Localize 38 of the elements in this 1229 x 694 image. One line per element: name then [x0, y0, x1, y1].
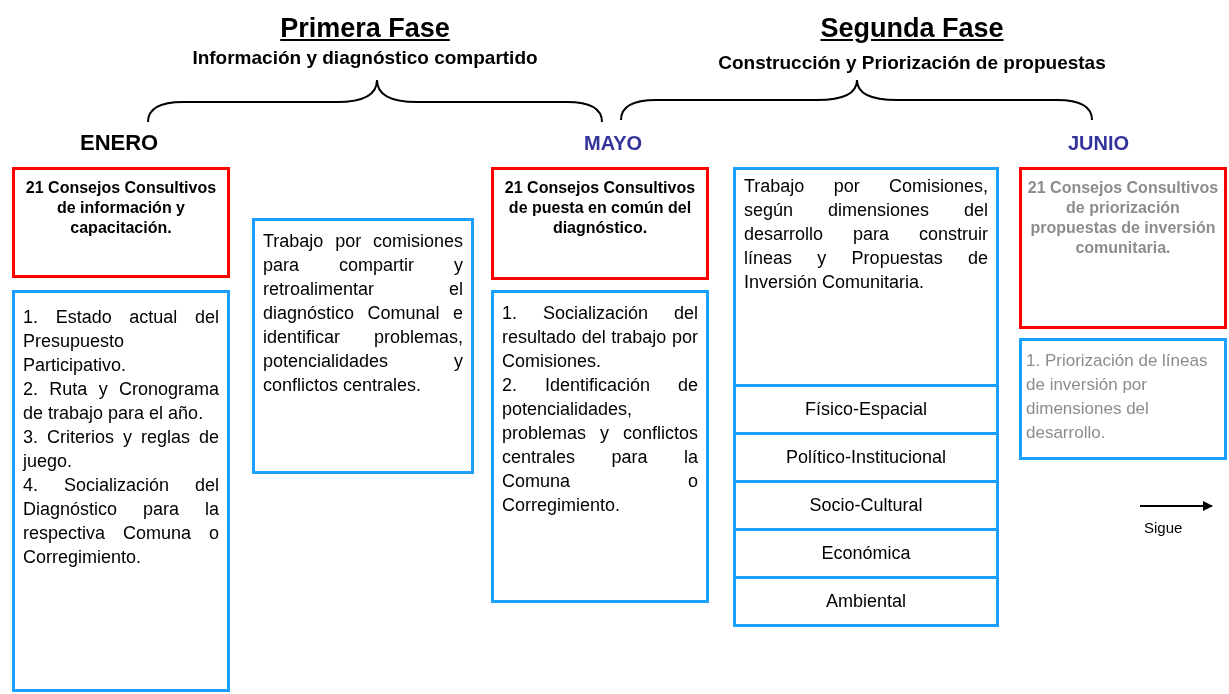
phase-subtitle: Información y diagnóstico compartido: [191, 46, 539, 70]
box-text: 1. Socialización del resultado del trabajo por Comisiones.: [502, 302, 698, 373]
phase-subtitle: Construcción y Priorización de propuestas: [717, 51, 1107, 75]
dimension-box: [733, 384, 999, 435]
dimension-label: Económica: [821, 542, 911, 565]
content-box: [252, 218, 474, 474]
phase-heading: Primera Fase: [279, 12, 451, 45]
content-box: [12, 290, 230, 692]
title-box: [491, 167, 709, 280]
dimension-label: Socio-Cultural: [809, 494, 923, 517]
box-text: Trabajo por Comisiones, según dimensiones del desarrollo para construir líneas y Propuestas de Inversión Comunitaria.: [744, 175, 988, 294]
month-label: JUNIO: [1068, 131, 1131, 156]
content-box: [491, 290, 709, 603]
phase-heading: Segunda Fase: [819, 12, 1005, 45]
content-box: [1019, 338, 1227, 460]
title-box: [12, 167, 230, 278]
dimension-box: [733, 576, 999, 627]
month-label: MAYO: [584, 131, 644, 156]
dimension-box: [733, 480, 999, 531]
continue-label: Sigue: [1144, 518, 1184, 538]
box-title: 21 Consejos Consultivos de información y capacitación.: [24, 178, 218, 238]
dimension-box: [733, 432, 999, 483]
content-box: [733, 167, 999, 387]
dimension-label: Ambiental: [825, 590, 906, 613]
dimension-box: [733, 528, 999, 579]
box-text: 4. Socialización del Diagnóstico para la respectiva Comuna o Corregimiento.: [23, 474, 219, 569]
box-text: Trabajo por comisiones para compartir y retroalimentar el diagnóstico Comunal e identificar problemas, potencialidades y conflictos centrales.: [263, 230, 463, 397]
box-title: 21 Consejos Consultivos de priorización propuestas de inversión comunitaria.: [1026, 178, 1220, 258]
dimension-label: Físico-Espacial: [804, 398, 927, 421]
box-title: 21 Consejos Consultivos de puesta en común del diagnóstico.: [503, 178, 697, 238]
title-box: [1019, 167, 1227, 329]
box-text: 2. Ruta y Cronograma de trabajo para el año.: [23, 378, 219, 425]
box-text: 1. Estado actual del Presupuesto Participativo.: [23, 306, 219, 377]
dimension-label: Político-Institucional: [785, 446, 947, 469]
month-label: ENERO: [80, 129, 160, 157]
box-text: 1. Priorización de líneas de inversión por dimensiones del desarrollo.: [1026, 350, 1209, 444]
box-text: 2. Identificación de potencialidades, problemas y conflictos centrales para la Comuna o Corregimiento.: [502, 374, 698, 517]
box-text: 3. Criterios y reglas de juego.: [23, 426, 219, 473]
